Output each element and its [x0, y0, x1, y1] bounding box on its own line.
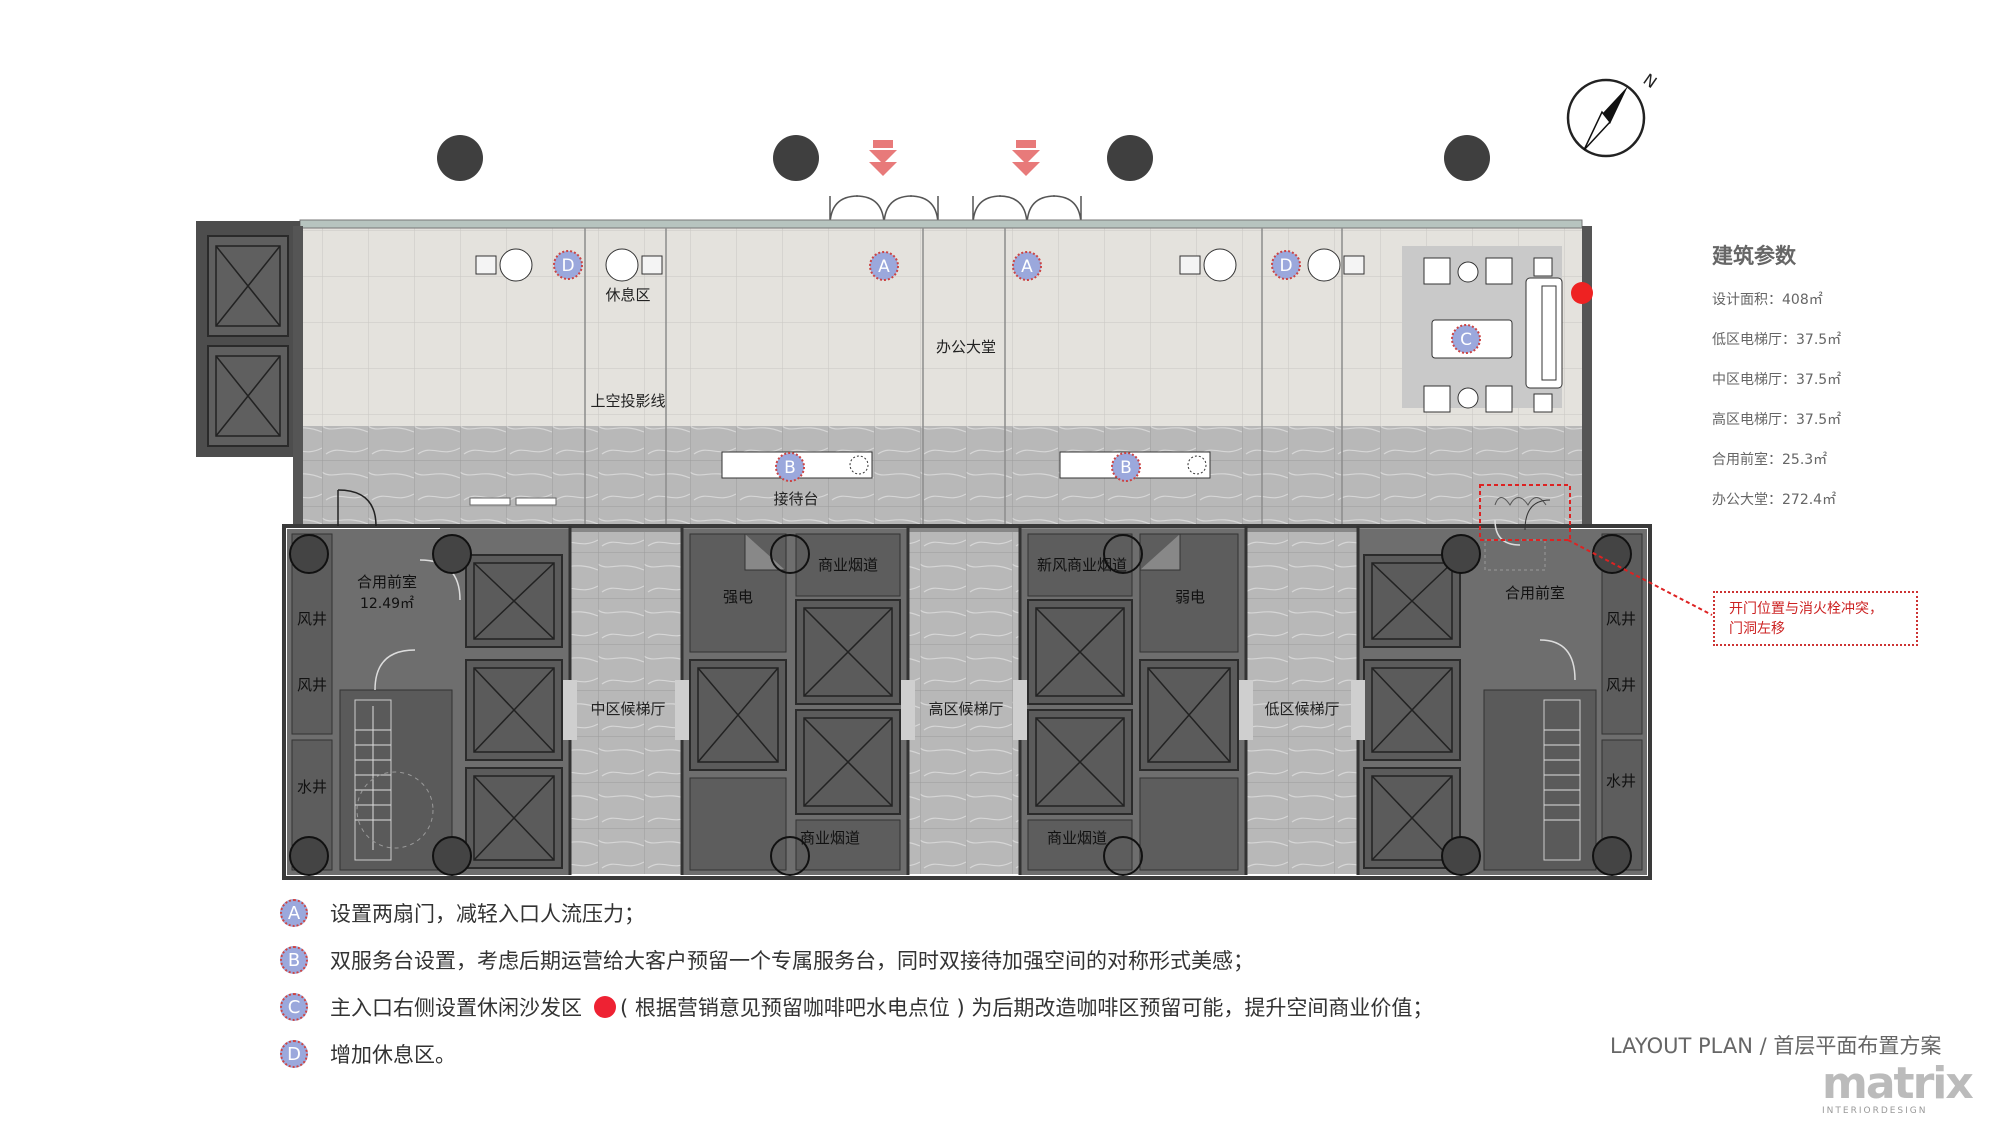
grid-lines	[584, 228, 1343, 526]
brand-subtitle: INTERIORDESIGN	[1822, 1106, 1928, 1116]
note-marker-d: D	[280, 1040, 308, 1068]
note-b-text: 双服务台设置，考虑后期运营给大客户预留一个专属服务台，同时双接待加强空间的对称形…	[330, 949, 1254, 973]
benches	[469, 497, 557, 506]
anteroom-door-left	[337, 489, 377, 527]
label-air-shaft-r1: 风井	[1606, 610, 1636, 628]
glass-facade	[299, 219, 1583, 229]
svg-text:A: A	[1021, 257, 1033, 277]
building-parameters: 建筑参数 设计面积：408㎡ 低区电梯厅：37.5㎡ 中区电梯厅：37.5㎡ 高…	[1712, 240, 1972, 530]
marker-b-left[interactable]: B	[775, 452, 805, 482]
param-anteroom: 合用前室：25.3㎡	[1712, 452, 1828, 468]
note-a: A 设置两扇门，减轻入口人流压力；	[280, 895, 645, 931]
label-anteroom-left-area: 12.49㎡	[360, 596, 414, 612]
callout-line-2: 门洞左移	[1729, 621, 1785, 637]
core-walls	[282, 519, 1652, 880]
label-high-hall: 高区候梯厅	[928, 700, 1003, 718]
layout-plan-title: LAYOUT PLAN / 首层平面布置方案	[1610, 1034, 1942, 1058]
svg-text:D: D	[1279, 256, 1292, 276]
param-lobby: 办公大堂：272.4㎡	[1712, 492, 1837, 508]
label-air-shaft-2: 风井	[297, 676, 327, 694]
marker-c[interactable]: C	[1451, 324, 1481, 354]
label-rest-area: 休息区	[605, 286, 650, 304]
left-service-block	[196, 221, 300, 457]
label-strong-power: 强电	[723, 588, 753, 606]
label-flue-3: 商业烟道	[1047, 829, 1107, 847]
label-anteroom-right: 合用前室	[1505, 584, 1565, 602]
lounge-sofa-area	[1402, 246, 1563, 413]
label-low-hall: 低区候梯厅	[1264, 700, 1339, 718]
entrance-arrows	[869, 140, 1040, 176]
param-low-hall: 低区电梯厅：37.5㎡	[1712, 332, 1842, 348]
rest-area-right	[1179, 248, 1365, 282]
note-marker-a: A	[280, 899, 308, 927]
svg-text:N: N	[1640, 70, 1661, 92]
brand-wordmark: matrix	[1822, 1058, 1974, 1109]
note-c: C 主入口右侧设置休闲沙发区 ( 根据营销意见预留咖啡吧水电点位 ) 为后期改造…	[280, 989, 1433, 1025]
matrix-logo: matrix INTERIORDESIGN	[1822, 1058, 1974, 1117]
note-a-text: 设置两扇门，减轻入口人流压力；	[330, 902, 645, 926]
label-weak-power: 弱电	[1175, 588, 1205, 606]
core-columns	[289, 534, 1632, 876]
label-water-shaft-r: 水井	[1606, 772, 1636, 790]
label-anteroom-left: 合用前室	[357, 573, 417, 591]
lobby-marble-band	[300, 426, 1582, 526]
note-c-text-before: 主入口右侧设置休闲沙发区	[330, 996, 582, 1020]
label-projection-line: 上空投影线	[590, 392, 665, 410]
label-fresh-air-flue: 新风商业烟道	[1037, 556, 1127, 574]
svg-text:B: B	[784, 458, 796, 478]
note-c-text-after: ( 根据营销意见预留咖啡吧水电点位 ) 为后期改造咖啡区预留可能，提升空间商业价…	[620, 996, 1434, 1020]
label-water-shaft: 水井	[297, 778, 327, 796]
svg-text:B: B	[1120, 458, 1132, 478]
red-dot-icon	[594, 996, 616, 1018]
north-compass-icon: N	[1566, 70, 1661, 158]
marker-a-left[interactable]: A	[869, 251, 899, 281]
label-air-shaft-r2: 风井	[1606, 676, 1636, 694]
rest-area-left	[475, 248, 663, 282]
coffee-utility-point	[1571, 282, 1593, 304]
facade-columns	[437, 135, 1490, 181]
label-flue-1: 商业烟道	[818, 556, 878, 574]
callout-line-1: 开门位置与消火栓冲突，	[1729, 601, 1883, 617]
label-flue-2: 商业烟道	[800, 829, 860, 847]
label-reception: 接待台	[773, 490, 818, 508]
param-design-area: 设计面积：408㎡	[1712, 292, 1823, 308]
marker-b-right[interactable]: B	[1111, 452, 1141, 482]
hall-floor-mid	[570, 526, 682, 874]
label-lobby: 办公大堂	[936, 338, 996, 356]
note-marker-b: B	[280, 946, 308, 974]
svg-text:D: D	[561, 256, 574, 276]
hall-floor-low	[1246, 526, 1358, 874]
marker-a-right[interactable]: A	[1012, 251, 1042, 281]
label-mid-hall: 中区候梯厅	[590, 700, 665, 718]
param-high-hall: 高区电梯厅：37.5㎡	[1712, 412, 1842, 428]
note-marker-c: C	[280, 993, 308, 1021]
hall-floor-high	[908, 526, 1020, 874]
marker-d-right[interactable]: D	[1271, 250, 1301, 280]
params-title: 建筑参数	[1712, 244, 1796, 268]
svg-text:C: C	[1460, 330, 1472, 350]
door-conflict-callout: 开门位置与消火栓冲突， 门洞左移	[1713, 591, 1918, 646]
label-air-shaft-1: 风井	[297, 610, 327, 628]
relocated-door	[1479, 484, 1713, 616]
note-b: B 双服务台设置，考虑后期运营给大客户预留一个专属服务台，同时双接待加强空间的对…	[280, 942, 1254, 978]
door-openings	[563, 680, 1365, 740]
param-mid-hall: 中区电梯厅：37.5㎡	[1712, 372, 1842, 388]
svg-text:A: A	[878, 257, 890, 277]
note-d: D 增加休息区。	[280, 1036, 456, 1072]
marker-d-left[interactable]: D	[553, 250, 583, 280]
note-d-text: 增加休息区。	[330, 1043, 456, 1067]
